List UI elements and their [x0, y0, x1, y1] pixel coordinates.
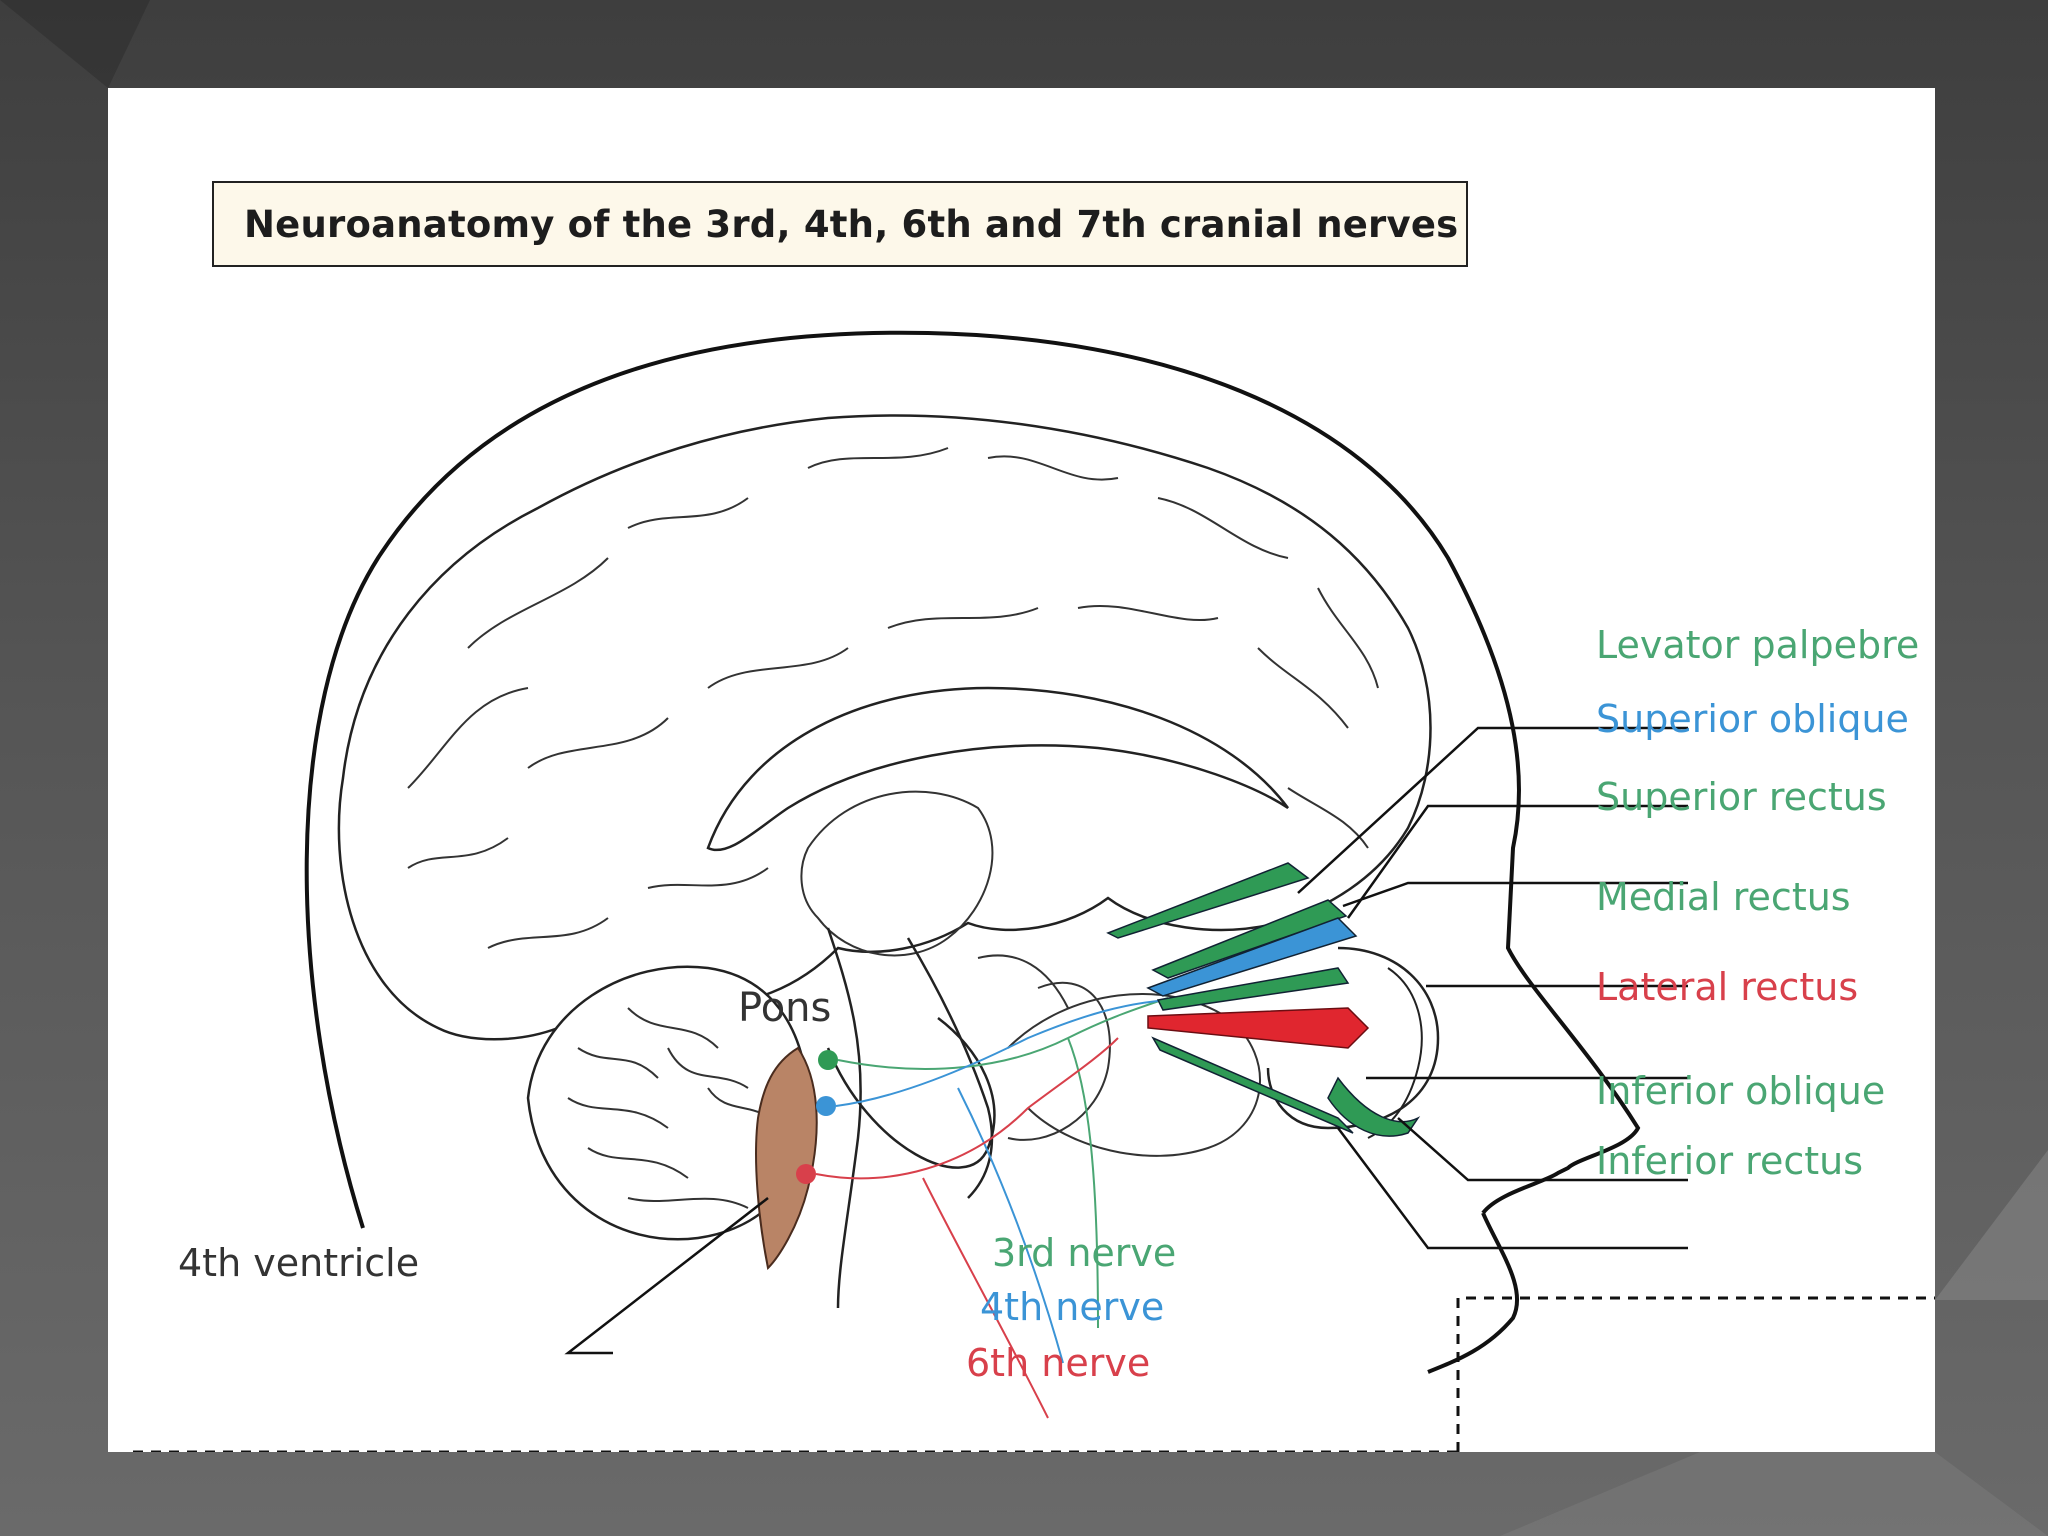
- eye-outline: [1266, 946, 1440, 1130]
- trochlear-nucleus: [816, 1096, 836, 1116]
- midbrain-lines: [977, 954, 1111, 1141]
- brain-diagram: [304, 330, 1688, 1419]
- muscle-label-inferior-rectus: Inferior rectus: [1596, 1139, 1864, 1183]
- brainstem-outline: [826, 927, 994, 1309]
- corpus-callosum: [706, 686, 1289, 852]
- chin-outline: [1427, 1212, 1520, 1374]
- muscle-label-superior-oblique: Superior oblique: [1596, 697, 1909, 741]
- nerve-label-6th: 6th nerve: [966, 1341, 1151, 1385]
- superior-oblique-muscle: [1146, 917, 1358, 997]
- lateral-rectus-muscle: [1147, 1007, 1370, 1049]
- head-outline: [304, 330, 1641, 1229]
- superior-rectus-muscle: [1151, 899, 1348, 979]
- nerve-label-4th: 4th nerve: [980, 1285, 1165, 1329]
- pons-outline: [826, 1017, 996, 1169]
- oculomotor-nucleus: [818, 1050, 838, 1070]
- thalamus-outline: [800, 790, 994, 957]
- slide-canvas: Neuroanatomy of the 3rd, 4th, 6th and 7t…: [108, 88, 1935, 1452]
- temporal-lobe: [1007, 993, 1261, 1157]
- muscle-label-levator-palpebre: Levator palpebre: [1596, 623, 1920, 667]
- medial-rectus-muscle: [1156, 967, 1350, 1011]
- muscle-label-superior-rectus: Superior rectus: [1596, 775, 1887, 819]
- third-nerve-track: [837, 997, 1169, 1329]
- leader-lines: [564, 726, 1688, 1355]
- cerebellum-folia: [567, 1007, 779, 1209]
- fourth-ventricle: [755, 1046, 818, 1271]
- diagram-title: Neuroanatomy of the 3rd, 4th, 6th and 7t…: [212, 181, 1468, 267]
- gyri-lines: [407, 447, 1379, 949]
- abducens-nucleus: [796, 1164, 816, 1184]
- dashed-frame: [133, 1296, 1935, 1452]
- muscle-label-lateral-rectus: Lateral rectus: [1596, 965, 1859, 1009]
- inferior-rectus-muscle: [1151, 1036, 1354, 1134]
- fourth-nerve-track: [835, 999, 1169, 1364]
- pons-label: Pons: [738, 985, 832, 1031]
- sixth-nerve-track: [815, 1037, 1119, 1419]
- ventricle-label: 4th ventricle: [178, 1241, 420, 1285]
- levator-muscle: [1106, 862, 1310, 939]
- muscle-label-inferior-oblique: Inferior oblique: [1596, 1069, 1886, 1113]
- nerve-label-3rd: 3rd nerve: [992, 1231, 1177, 1275]
- muscle-label-medial-rectus: Medial rectus: [1596, 875, 1851, 919]
- inferior-oblique-muscle: [1327, 1076, 1421, 1137]
